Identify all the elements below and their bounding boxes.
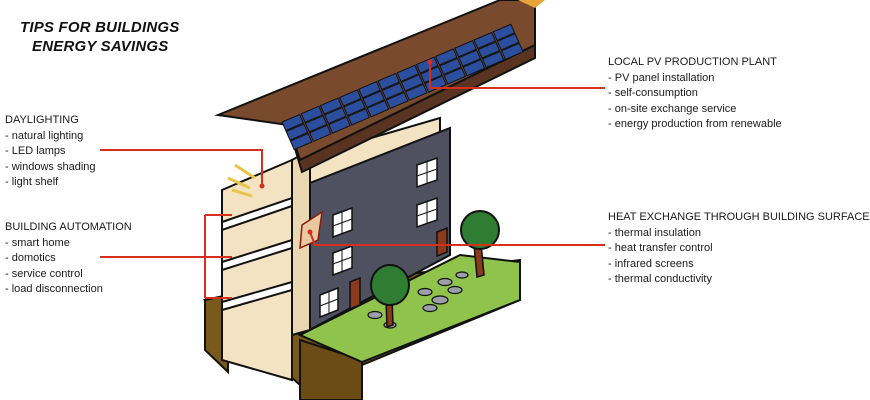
door-upper	[436, 226, 448, 258]
pv-panel	[289, 132, 313, 151]
pv-panel	[496, 33, 520, 51]
list-item: thermal insulation	[608, 226, 870, 242]
pv-panel	[358, 81, 381, 99]
leader-dots	[259, 59, 433, 235]
door-lower	[349, 276, 361, 311]
list-item: infrared screens	[608, 257, 870, 273]
pv-panel-array	[281, 23, 524, 151]
pv-panel	[304, 115, 328, 133]
daylighting-list: natural lighting LED lamps windows shadi…	[5, 129, 96, 191]
pv-panel	[404, 83, 428, 102]
pv-panel	[439, 57, 462, 76]
pv-panel	[458, 49, 482, 67]
list-item: on-site exchange service	[608, 102, 782, 118]
pv-panel	[443, 67, 467, 85]
list-item: energy production from renewable	[608, 117, 782, 133]
pv-panel	[338, 89, 362, 107]
title-line-1: TIPS FOR BUILDINGS	[20, 19, 180, 36]
window-mullions	[319, 161, 438, 313]
leader-daylighting	[100, 149, 263, 186]
pv-panel	[500, 42, 524, 61]
pv-panel	[477, 41, 501, 59]
interior-cutaway	[221, 158, 293, 382]
sun-rays	[227, 163, 256, 198]
heat-list: thermal insulation heat transfer control…	[608, 226, 870, 288]
pv-panel	[343, 98, 366, 117]
pv-panel	[454, 40, 477, 58]
pv-panel	[481, 50, 505, 69]
heat-heading: HEAT EXCHANGE THROUGH BUILDING SURFACE	[608, 211, 870, 223]
stepping-stones	[367, 271, 469, 329]
sun-arrow	[518, 0, 545, 8]
pv-panel	[434, 48, 458, 66]
list-item: PV panel installation	[608, 71, 782, 87]
list-item: windows shading	[5, 160, 96, 176]
automation-heading: BUILDING AUTOMATION	[5, 221, 132, 233]
tree-right	[460, 210, 500, 278]
pv-panel	[377, 72, 401, 91]
pv-panel	[396, 64, 420, 83]
list-item: domotics	[5, 251, 132, 267]
pv-panel	[400, 74, 424, 92]
heat-exchange-callout: HEAT EXCHANGE THROUGH BUILDING SURFACE t…	[608, 210, 870, 288]
pv-panel	[328, 116, 351, 134]
pv-panel	[415, 56, 439, 74]
pv-panel	[462, 59, 486, 77]
list-item: load disconnection	[5, 282, 132, 298]
lawn	[297, 253, 521, 364]
pv-panel	[385, 91, 409, 110]
diagram-title: TIPS FOR BUILDINGS ENERGY SAVINGS	[20, 18, 179, 56]
pv-panel	[281, 113, 305, 132]
pv-panel	[308, 124, 332, 143]
pv-panel	[300, 105, 324, 123]
roof-underside	[287, 43, 536, 174]
pv-panel	[419, 65, 443, 84]
daylighting-callout: DAYLIGHTING natural lighting LED lamps w…	[5, 113, 96, 191]
automation-callout: BUILDING AUTOMATION smart home domotics …	[5, 220, 132, 298]
pv-heading: LOCAL PV PRODUCTION PLANT	[608, 56, 777, 68]
list-item: smart home	[5, 236, 132, 252]
pv-panel	[323, 106, 347, 125]
pv-panel	[319, 97, 343, 115]
pv-callout: LOCAL PV PRODUCTION PLANT PV panel insta…	[608, 55, 782, 133]
list-item: service control	[5, 267, 132, 283]
pv-panel	[347, 108, 371, 126]
pv-list: PV panel installation self-consumption o…	[608, 71, 782, 133]
pv-panel	[492, 23, 516, 42]
list-item: natural lighting	[5, 129, 96, 145]
leader-heat	[309, 231, 605, 246]
leader-pv	[429, 62, 605, 89]
pv-panel	[366, 100, 390, 118]
list-item: LED lamps	[5, 144, 96, 160]
list-item: heat transfer control	[608, 241, 870, 257]
list-item: light shelf	[5, 175, 96, 191]
list-item: thermal conductivity	[608, 272, 870, 288]
pv-panel	[473, 31, 497, 50]
daylighting-heading: DAYLIGHTING	[5, 114, 79, 126]
tree-left	[370, 264, 410, 329]
pv-panel	[381, 82, 405, 100]
title-line-2: ENERGY SAVINGS	[32, 38, 169, 55]
pv-panel	[362, 90, 386, 108]
list-item: self-consumption	[608, 86, 782, 102]
pv-panel	[285, 123, 309, 141]
automation-list: smart home domotics service control load…	[5, 236, 132, 298]
